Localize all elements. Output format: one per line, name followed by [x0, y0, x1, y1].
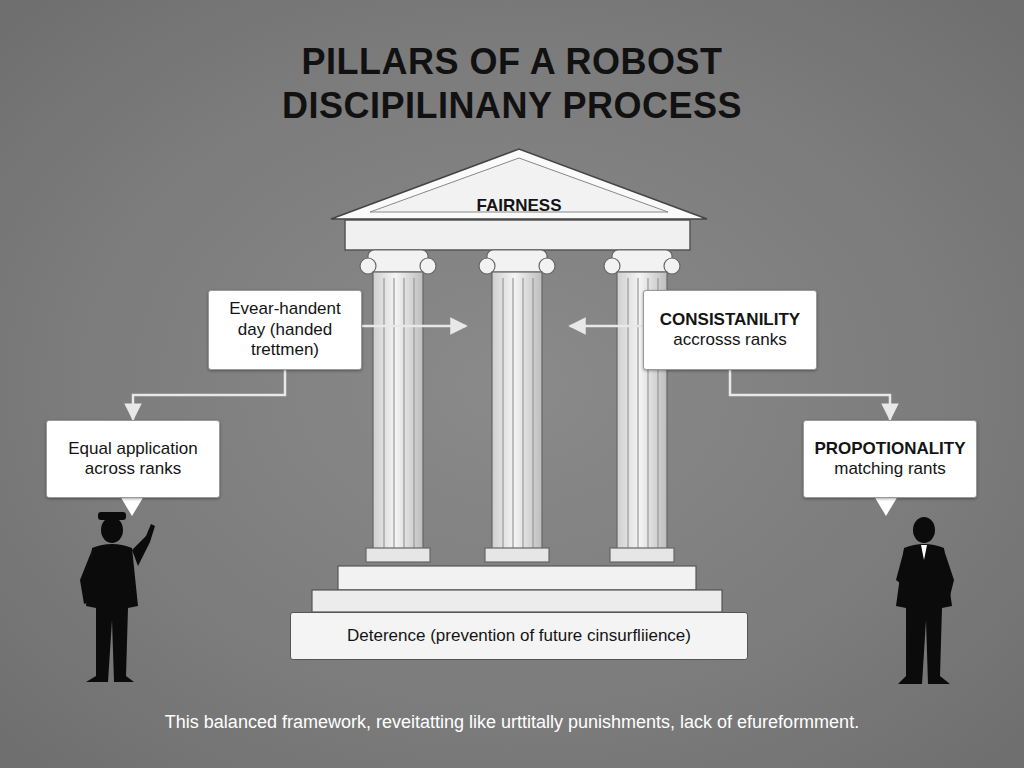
speech-box: PROPOTIONALITYmatching rants [803, 420, 977, 498]
columns [360, 250, 680, 562]
heading-text: FAIRNESS [476, 196, 561, 216]
caption: This balanced framework, reveitatting li… [0, 712, 1024, 733]
pediment-outer [331, 149, 707, 219]
elbow-connector [730, 370, 890, 420]
pointer-arrow [570, 325, 643, 328]
label-text: Evear-handent day (handed trettmen) [217, 299, 353, 360]
label-text: accrosss ranks [673, 330, 786, 350]
callout-box: Evear-handent day (handed trettmen) [208, 290, 362, 370]
column [479, 250, 555, 562]
column [360, 250, 436, 562]
lintel [345, 220, 690, 250]
callout-box: CONSISTANILITYaccrosss ranks [643, 290, 817, 370]
label-text: Deterence (prevention of future cinsurfl… [347, 626, 691, 646]
diagram-title: PILLARS OF A ROBOST DISCIPILINANY PROCES… [202, 40, 822, 128]
pointer-arrow [362, 325, 466, 328]
pediment: FAIRNESS [330, 148, 708, 220]
elbow-connector [133, 370, 285, 420]
plinth [338, 566, 696, 590]
speech-tail [874, 496, 898, 516]
heading-text: CONSISTANILITY [660, 310, 800, 330]
heading-text: PROPOTIONALITY [814, 439, 965, 459]
step [312, 590, 722, 612]
person-silhouette [80, 512, 155, 682]
label-text: matching rants [834, 459, 946, 479]
base-step: Deterence (prevention of future cinsurfl… [290, 612, 748, 660]
speech-box: Equal application across ranks [46, 420, 220, 498]
label-text: Equal application across ranks [55, 439, 211, 480]
person-silhouette [896, 517, 954, 684]
